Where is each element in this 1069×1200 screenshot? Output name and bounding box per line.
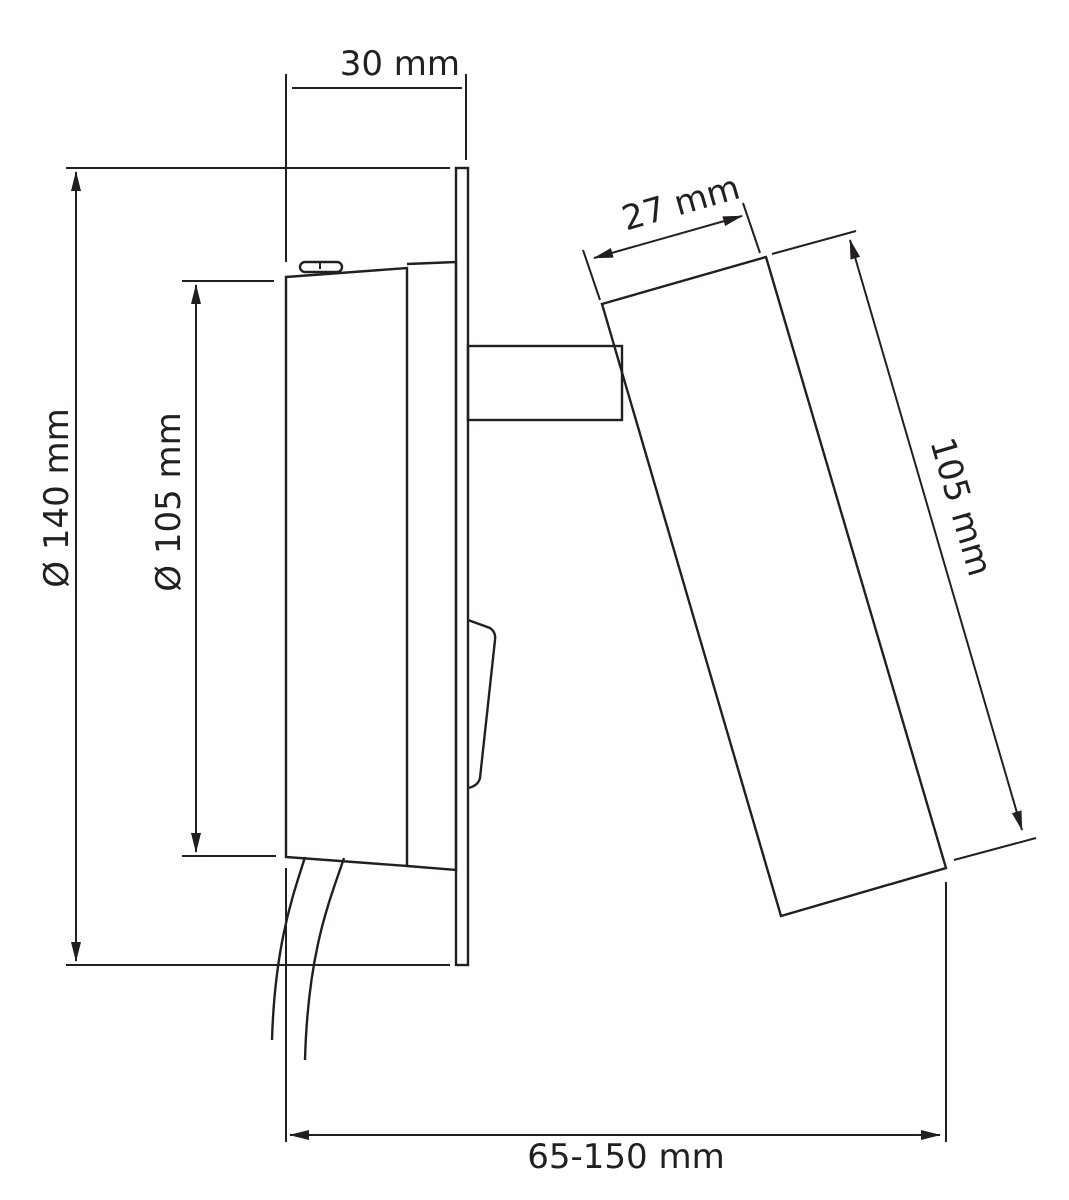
dimension-head-diameter: 27 mm — [582, 168, 761, 301]
rocker-switch — [467, 618, 497, 790]
label-mount-depth: 30 mm — [340, 44, 460, 84]
spot-head — [600, 255, 948, 918]
dimension-outer-diameter: Ø 140 mm — [37, 167, 450, 966]
label-head-diameter: 27 mm — [618, 168, 745, 240]
dimension-projection: 65-150 mm — [285, 868, 947, 1177]
label-inner-diameter: Ø 105 mm — [149, 412, 189, 592]
spot-arm — [466, 344, 624, 422]
dimension-head-length: 105 mm — [771, 230, 1037, 861]
wall-plate — [454, 166, 470, 967]
cables — [270, 856, 346, 1061]
dimension-mount-depth: 30 mm — [285, 44, 467, 262]
dimension-inner-diameter: Ø 105 mm — [149, 280, 276, 857]
label-projection: 65-150 mm — [527, 1137, 724, 1177]
label-outer-diameter: Ø 140 mm — [37, 408, 77, 588]
label-head-length: 105 mm — [921, 433, 999, 580]
top-clip — [298, 260, 344, 274]
housing-body — [284, 260, 458, 872]
